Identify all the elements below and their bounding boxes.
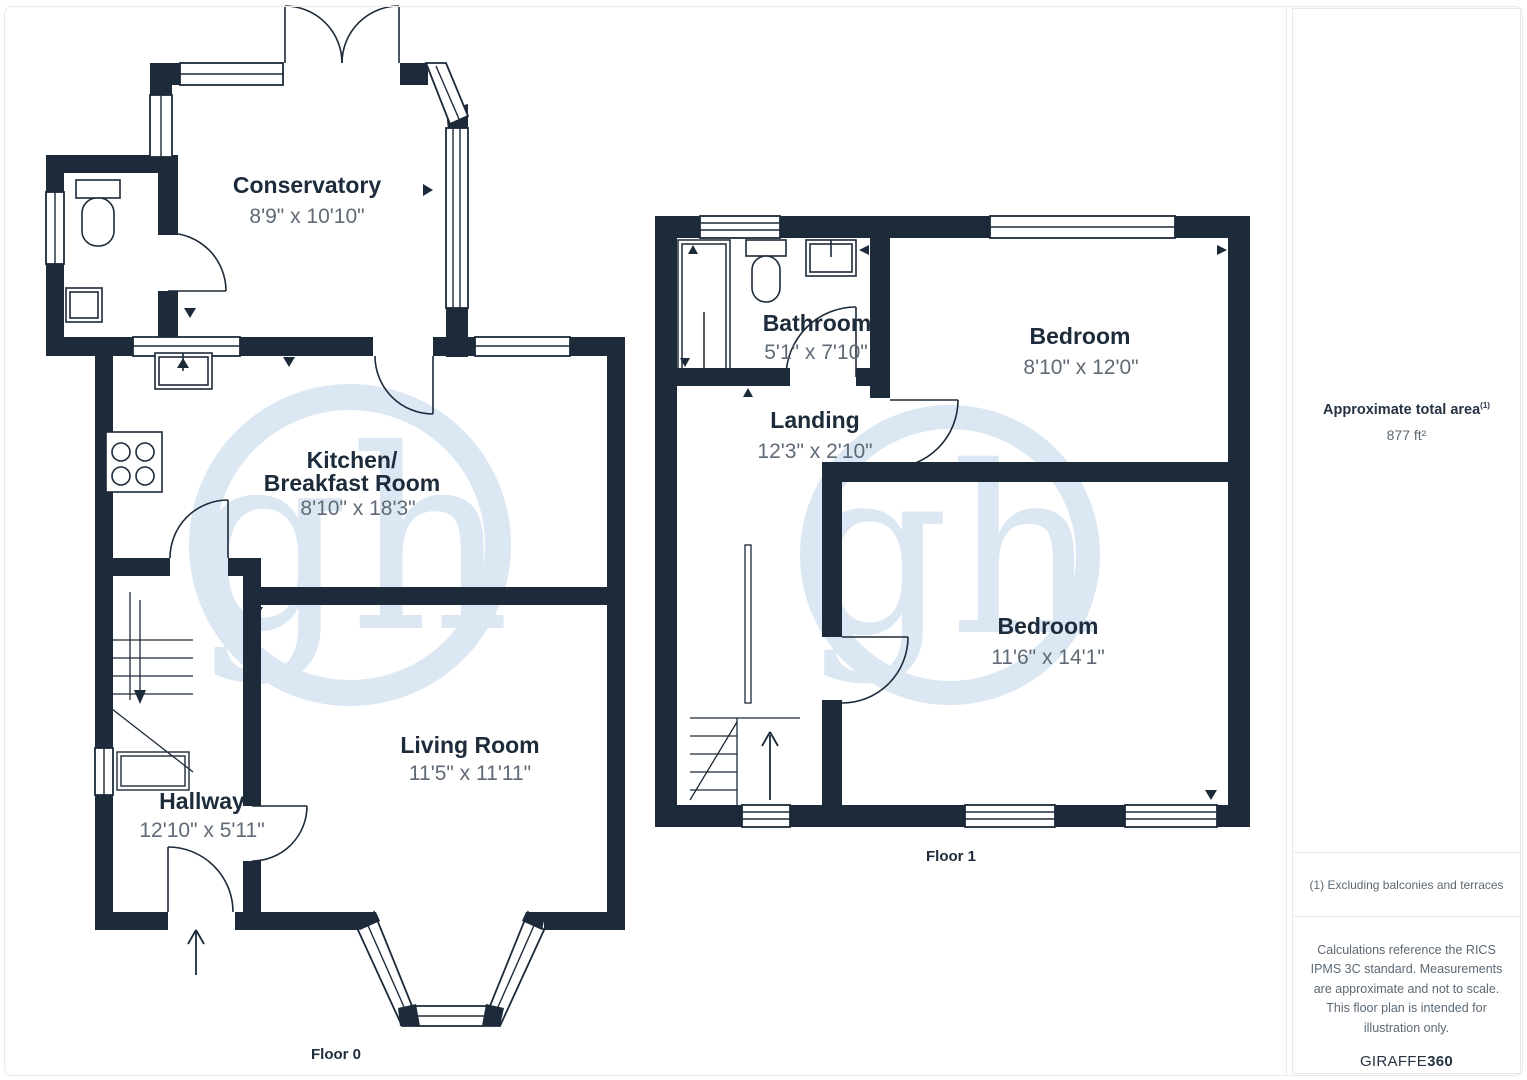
total-area-panel: Approximate total area(1) 877 ft² [1292, 8, 1521, 853]
room-label-living-room: Living Room [400, 732, 540, 758]
floor0-walls [46, 63, 625, 930]
room-dims-conservatory: 8'9" x 10'10" [249, 205, 365, 228]
disclaimer-text: Calculations reference the RICS IPMS 3C … [1310, 943, 1503, 1035]
disclaimer-panel: Calculations reference the RICS IPMS 3C … [1292, 917, 1521, 1074]
room-label-kitchen: Kitchen/ Breakfast Room [264, 449, 440, 495]
room-dims-bedroom-2: 11'6" x 14'1" [991, 646, 1105, 669]
room-dims-bathroom: 5'1" x 7'10" [764, 341, 868, 364]
room-label-bedroom-1: Bedroom [1029, 323, 1131, 349]
brand-suffix: 360 [1427, 1052, 1454, 1070]
room-label-kitchen-line2: Breakfast Room [263, 470, 441, 496]
footnote-panel: (1) Excluding balconies and terraces [1292, 853, 1521, 917]
floor0-label: Floor 0 [310, 1046, 362, 1063]
toilet-fixture [75, 179, 121, 247]
floor0-direction-markers [177, 184, 617, 706]
watermark-logo: gh [189, 384, 511, 706]
hob-fixture [105, 431, 163, 493]
stairs-floor0 [102, 592, 194, 773]
entrance-arrow-icon [187, 929, 205, 975]
shower-fixture [677, 239, 731, 375]
room-label-landing: Landing [770, 407, 860, 433]
room-label-bedroom-2: Bedroom [997, 613, 1099, 639]
room-dims-kitchen: 8'10" x 18'3" [300, 497, 416, 520]
floor0-window-lines [54, 65, 570, 795]
footnote-text: (1) Excluding balconies and terraces [1309, 877, 1504, 892]
stairs-up-arrow-icon [761, 731, 779, 800]
floor1-direction-markers [680, 245, 1227, 800]
room-label-conservatory: Conservatory [232, 172, 382, 198]
floor1-label: Floor 1 [925, 848, 977, 865]
room-dims-living-room: 11'5" x 11'11" [408, 762, 532, 785]
banister [744, 544, 752, 704]
room-dims-hallway: 12'10" x 5'11" [139, 819, 265, 842]
bay-window [356, 910, 546, 1027]
floor1-window-lines [700, 222, 1217, 820]
floor1-walls [655, 216, 1250, 827]
room-dims-bedroom-1: 8'10" x 12'0" [1023, 356, 1139, 379]
radiator-fixture [116, 751, 190, 791]
brand-name: GIRAFFE [1359, 1052, 1428, 1070]
room-label-kitchen-line1: Kitchen/ [306, 447, 398, 473]
stairs-floor1 [689, 717, 800, 805]
kitchen-sink-fixture [154, 352, 213, 390]
floor0-doors [167, 5, 434, 913]
total-area-title-text: Approximate total area [1323, 401, 1481, 418]
floorplan-drawing: gh gh [45, 5, 1250, 1027]
room-label-hallway: Hallway [159, 788, 245, 814]
sink-fixture [805, 239, 857, 277]
giraffe360-logo: GIRAFFE360 [1293, 1053, 1520, 1070]
sink-fixture [65, 287, 103, 323]
total-area-value: 877 ft² [1386, 426, 1427, 443]
stairs-down-arrow-icon [134, 690, 146, 704]
sidebar-divider [1286, 6, 1287, 1074]
svg-text:gh: gh [189, 396, 510, 687]
footnote-marker: (1) [1480, 401, 1490, 410]
total-area-title: Approximate total area(1) [1293, 401, 1520, 418]
room-dims-landing: 12'3" x 2'10" [757, 440, 873, 463]
floor1-doors [785, 306, 959, 704]
toilet-fixture [745, 239, 787, 303]
room-label-bathroom: Bathroom [762, 310, 872, 336]
